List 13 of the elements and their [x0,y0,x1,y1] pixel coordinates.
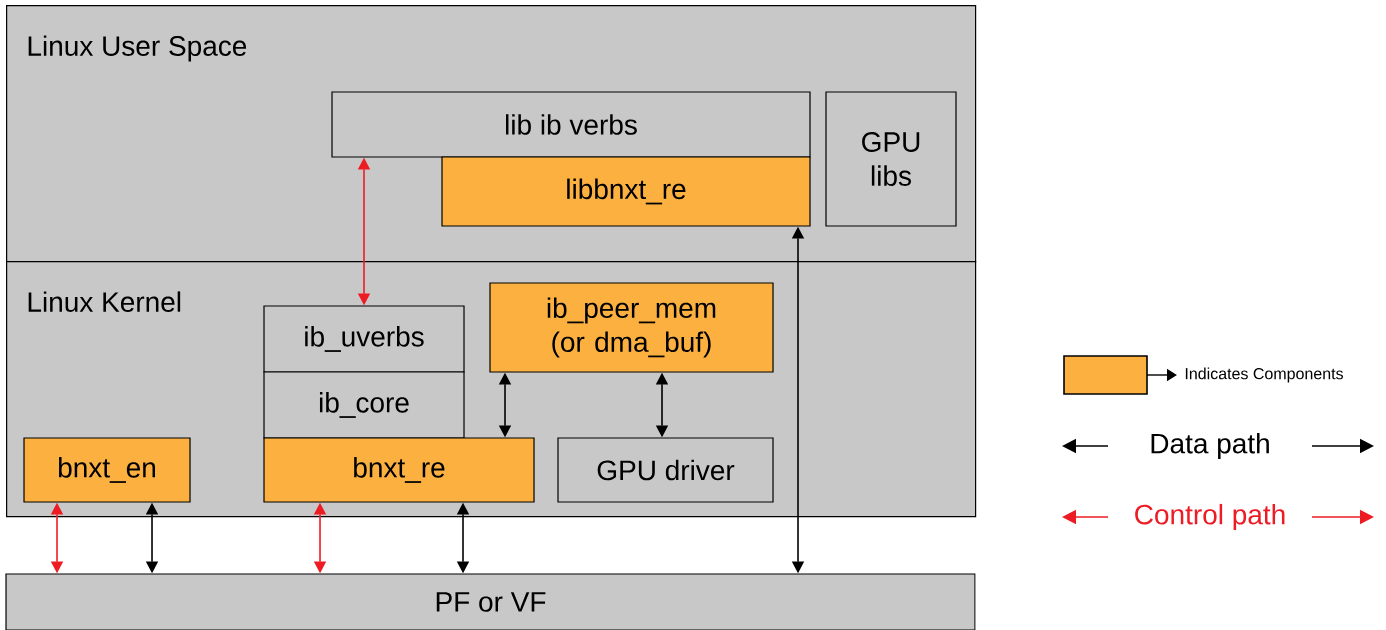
component-box: ib_peer_mem (or dma_buf) [489,282,774,373]
component-box: GPU libs [825,91,957,227]
component-box: ib_core [263,371,465,439]
component-box: libbnxt_re [441,156,811,227]
legend-text: Control path [1135,503,1285,531]
legend-text: Data path [1151,432,1269,460]
component-box: ib_uverbs [263,305,465,373]
component-box: PF or VF [5,573,976,630]
component-box: bnxt_en [23,437,191,503]
component-box: bnxt_re [263,437,535,503]
legend-text: Indicates Components [1185,367,1343,383]
component-box: lib ib verbs [331,91,811,158]
component-box: GPU driver [557,437,774,503]
